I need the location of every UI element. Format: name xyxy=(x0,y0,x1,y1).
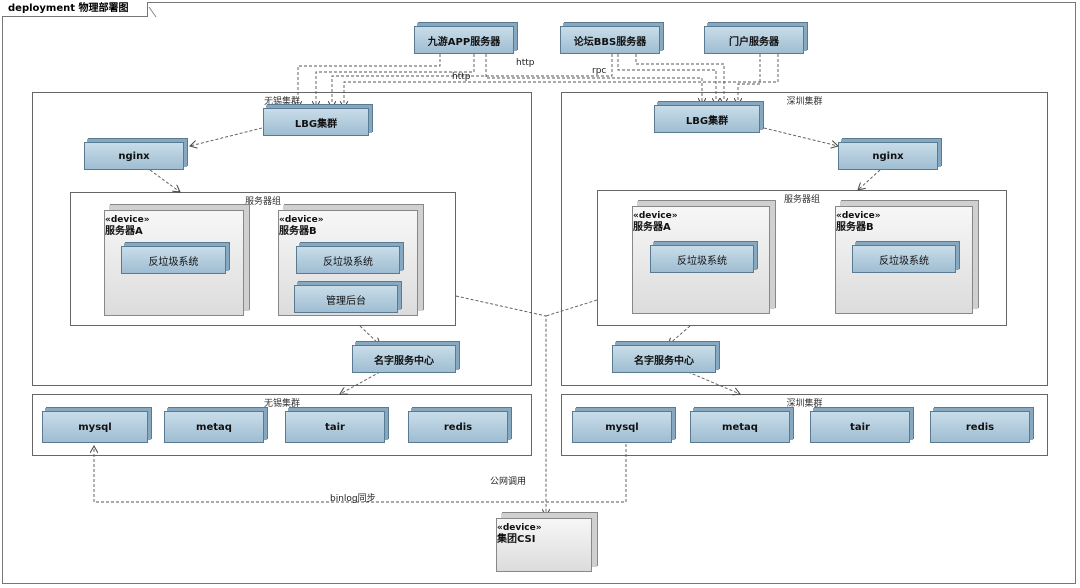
sz-tair-node[interactable]: tair xyxy=(810,411,910,443)
bbs-server-label: 论坛BBS服务器 xyxy=(573,36,647,48)
sz-mysql-label: mysql xyxy=(605,421,639,433)
csi-stereotype: «device» xyxy=(497,523,542,533)
edge-app-lbg-wuxi-2 xyxy=(316,54,475,108)
app-server-node[interactable]: 九游APP服务器 xyxy=(414,26,514,54)
label-rpc: rpc xyxy=(592,66,607,76)
frame-title: deployment 物理部署图 xyxy=(2,2,148,17)
wuxi-mysql-node[interactable]: mysql xyxy=(42,411,148,443)
sz-metaq-node[interactable]: metaq xyxy=(690,411,790,443)
sz-lbg-label: LBG集群 xyxy=(685,115,729,127)
wuxi-server-b-name: 服务器B xyxy=(279,226,317,237)
sz-server-a-antispam-label: 反垃圾系统 xyxy=(677,255,727,267)
shenzhen-storage-title: 深圳集群 xyxy=(786,399,823,409)
sz-redis-label: redis xyxy=(965,421,995,433)
edge-app-lbg-sz xyxy=(485,54,702,105)
edge-bbs-lbg-sz-2 xyxy=(635,54,724,105)
edge-name-storage-wuxi xyxy=(340,371,381,394)
wuxi-name-center-node[interactable]: 名字服务中心 xyxy=(352,345,456,373)
wuxi-tair-node[interactable]: tair xyxy=(285,411,385,443)
portal-server-node[interactable]: 门户服务器 xyxy=(704,26,804,54)
label-binlog: binlog同步 xyxy=(330,494,376,504)
sz-nginx-label: nginx xyxy=(872,150,904,162)
wuxi-mysql-label: mysql xyxy=(78,421,112,433)
portal-server-label: 门户服务器 xyxy=(729,36,779,48)
edge-binlog xyxy=(94,444,627,503)
edge-name-storage-sz xyxy=(687,371,740,394)
wuxi-lbg-node[interactable]: LBG集群 xyxy=(263,108,369,136)
edge-wuxi-csi xyxy=(455,295,546,516)
wuxi-server-group-title: 服务器组 xyxy=(244,197,281,207)
edge-bbs-lbg-wuxi xyxy=(332,54,613,108)
sz-nginx-node[interactable]: nginx xyxy=(838,142,938,170)
csi-name: 集团CSI xyxy=(497,534,536,545)
label-public-call: 公网调用 xyxy=(490,477,527,487)
csi-node[interactable]: «device» 集团CSI xyxy=(496,518,592,572)
edge-nginx-group-wuxi xyxy=(149,169,180,192)
wuxi-name-center-label: 名字服务中心 xyxy=(374,355,434,367)
edge-sz-csi xyxy=(545,299,598,317)
wuxi-server-a-antispam[interactable]: 反垃圾系统 xyxy=(121,246,226,274)
sz-tair-label: tair xyxy=(850,421,870,433)
wuxi-metaq-node[interactable]: metaq xyxy=(164,411,264,443)
wuxi-tair-label: tair xyxy=(325,421,345,433)
app-server-label: 九游APP服务器 xyxy=(427,36,501,48)
sz-server-a-stereotype: «device» xyxy=(633,211,678,221)
bbs-server-node[interactable]: 论坛BBS服务器 xyxy=(560,26,660,54)
shenzhen-server-group-title: 服务器组 xyxy=(783,195,820,205)
wuxi-nginx-label: nginx xyxy=(118,150,150,162)
edge-group-name-sz xyxy=(668,325,691,345)
edge-bbs-lbg-sz xyxy=(617,54,716,105)
label-http-2: http xyxy=(452,72,471,82)
edge-lbg-nginx-sz xyxy=(763,127,838,146)
label-http-1: http xyxy=(516,58,535,68)
wuxi-metaq-label: metaq xyxy=(196,421,232,433)
sz-server-b-stereotype: «device» xyxy=(836,211,881,221)
sz-server-b-antispam[interactable]: 反垃圾系统 xyxy=(852,245,956,273)
edge-portal-lbg-wuxi xyxy=(344,54,779,108)
edge-lbg-nginx-wuxi xyxy=(190,127,263,146)
sz-server-b-name: 服务器B xyxy=(836,222,874,233)
edge-group-name-wuxi xyxy=(359,325,380,345)
wuxi-redis-node[interactable]: redis xyxy=(408,411,508,443)
wuxi-storage-title: 无锡集群 xyxy=(263,399,300,409)
edge-portal-lbg-sz xyxy=(738,54,761,105)
sz-name-center-label: 名字服务中心 xyxy=(634,355,694,367)
sz-mysql-node[interactable]: mysql xyxy=(572,411,672,443)
wuxi-server-a-antispam-label: 反垃圾系统 xyxy=(148,256,199,268)
wuxi-cluster-title: 无锡集群 xyxy=(263,97,300,107)
sz-metaq-label: metaq xyxy=(722,421,758,433)
wuxi-server-b-antispam-label: 反垃圾系统 xyxy=(323,256,373,268)
wuxi-nginx-node[interactable]: nginx xyxy=(84,142,184,170)
wuxi-redis-label: redis xyxy=(443,421,473,433)
wuxi-server-b-admin[interactable]: 管理后台 xyxy=(294,285,398,313)
sz-lbg-node[interactable]: LBG集群 xyxy=(654,105,760,133)
wuxi-server-a-stereotype: «device» xyxy=(105,215,150,225)
shenzhen-cluster-title: 深圳集群 xyxy=(786,97,823,107)
wuxi-server-b-antispam[interactable]: 反垃圾系统 xyxy=(296,246,400,274)
sz-redis-node[interactable]: redis xyxy=(930,411,1030,443)
sz-server-b-antispam-label: 反垃圾系统 xyxy=(879,255,929,267)
edge-app-lbg-wuxi xyxy=(298,54,441,108)
wuxi-server-a-name: 服务器A xyxy=(105,226,143,237)
sz-server-a-name: 服务器A xyxy=(633,222,671,233)
wuxi-server-b-stereotype: «device» xyxy=(279,215,324,225)
wuxi-server-b-admin-label: 管理后台 xyxy=(326,295,366,307)
edge-nginx-group-sz xyxy=(858,169,881,190)
sz-name-center-node[interactable]: 名字服务中心 xyxy=(612,345,716,373)
wuxi-lbg-label: LBG集群 xyxy=(294,118,338,130)
sz-server-a-antispam[interactable]: 反垃圾系统 xyxy=(650,245,754,273)
